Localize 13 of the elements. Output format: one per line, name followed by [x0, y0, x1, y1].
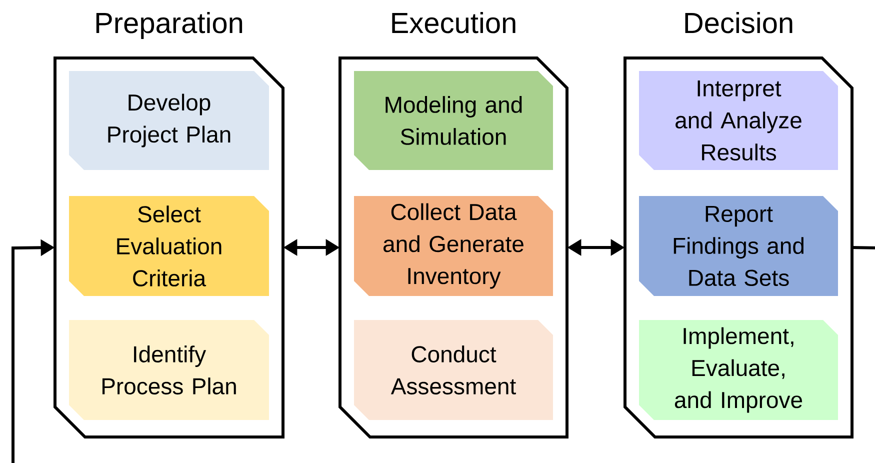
step-box: Modeling and Simulation — [354, 71, 553, 170]
stage-heading: Decision — [685, 12, 792, 34]
stage-heading: Execution — [392, 12, 516, 34]
step-box: Identify Process Plan — [69, 320, 269, 420]
stage-heading: Preparation — [96, 12, 242, 40]
step-box: Collect Data and Generate Inventory — [354, 196, 553, 296]
step-box: Implement, Evaluate, and Improve — [639, 320, 838, 420]
step-box: Interpret and Analyze Results — [639, 71, 838, 170]
step-box: Conduct Assessment — [354, 320, 553, 420]
step-box: Develop Project Plan — [69, 71, 269, 170]
arrow — [12, 239, 875, 463]
step-box: Select Evaluation Criteria — [69, 196, 269, 296]
step-box: Report Findings and Data Sets — [639, 196, 838, 296]
